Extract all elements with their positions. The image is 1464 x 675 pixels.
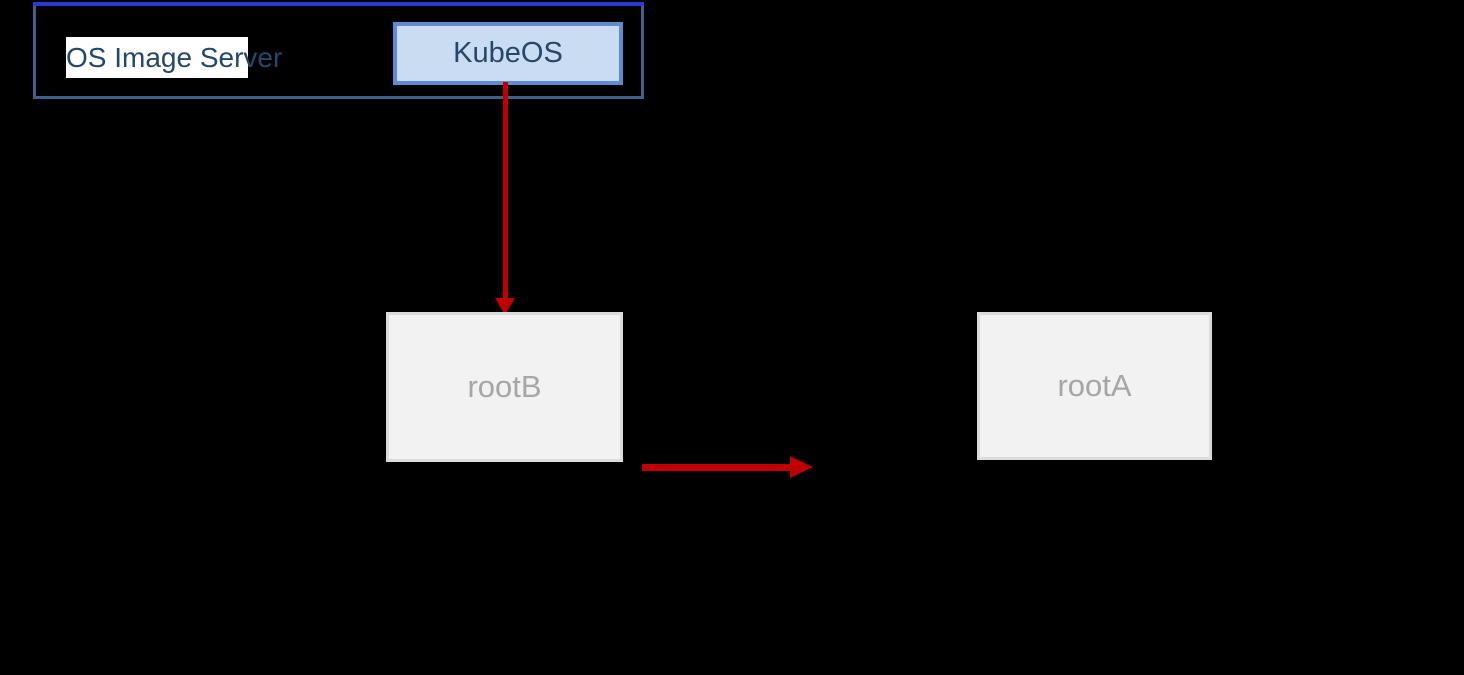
kubeos-node: KubeOS (393, 22, 623, 85)
kubeos-to-rootb-arrow-line (503, 82, 508, 299)
rootb-node: rootB (386, 312, 623, 462)
rootb-to-roota-arrow-line (642, 464, 791, 471)
rootb-to-roota-arrow-head-icon (790, 456, 813, 478)
os-image-server-label: OS Image Server (66, 37, 282, 78)
os-image-server-box-top-edge (33, 2, 644, 6)
roota-node: rootA (977, 312, 1212, 460)
os-image-server-box: OS Image Server KubeOS (33, 2, 644, 99)
kubeos-to-rootb-arrow-head-icon (495, 298, 515, 315)
